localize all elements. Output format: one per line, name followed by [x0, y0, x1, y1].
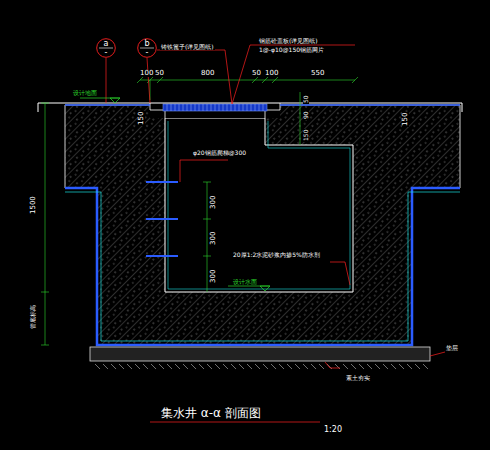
drawing-label: 20厚1:2水泥砂浆内掺5%防水剂 — [232, 252, 321, 258]
callout-text: - — [137, 49, 157, 57]
drawing-label: 150 — [402, 112, 409, 127]
callout-text: - — [96, 49, 116, 57]
drawing-label: 铸铁篦子(详见图纸) — [160, 44, 215, 50]
drawing-label: 钢筋砼盖板(详见图纸) — [258, 38, 319, 44]
drawing-title: 集水井 α-α 剖面图 — [160, 407, 262, 419]
drawing-label: 1:20 — [323, 426, 343, 434]
callout-text: b — [137, 40, 157, 48]
drawing-label: 800 — [200, 70, 215, 77]
drawing-label: 1500 — [30, 195, 37, 215]
drawing-label: 300 — [210, 231, 217, 246]
drawing-label: φ20钢筋爬梯@300 — [192, 150, 247, 156]
drawing-label: 1@-φ10@150钢筋网片 — [258, 47, 325, 53]
drawing-label: 管底标高 — [30, 304, 36, 330]
drawing-label: 550 — [310, 70, 325, 77]
drawing-label: 150 — [303, 129, 309, 142]
drawing-label: 100 — [139, 70, 154, 77]
drawing-label: 50 — [251, 70, 262, 77]
drawing-label: 50 — [303, 94, 309, 104]
drawing-label: 素土夯实 — [345, 375, 371, 381]
callout-text: a — [96, 40, 116, 48]
drawing-label: 150 — [138, 111, 145, 126]
drawing-label: 垫层 — [445, 345, 459, 351]
drawing-label: 100 — [264, 70, 279, 77]
drawing-label: 设计水面 — [232, 279, 258, 285]
drawing-label: 设计地面 — [72, 90, 98, 96]
callout-circle: a- — [96, 38, 116, 58]
callout-circle: b- — [137, 38, 157, 58]
drawing-label: 300 — [210, 269, 217, 284]
drawing-label: 50 — [154, 70, 165, 77]
drawing-label: 90 — [303, 110, 309, 120]
drawing-label: 300 — [210, 195, 217, 210]
